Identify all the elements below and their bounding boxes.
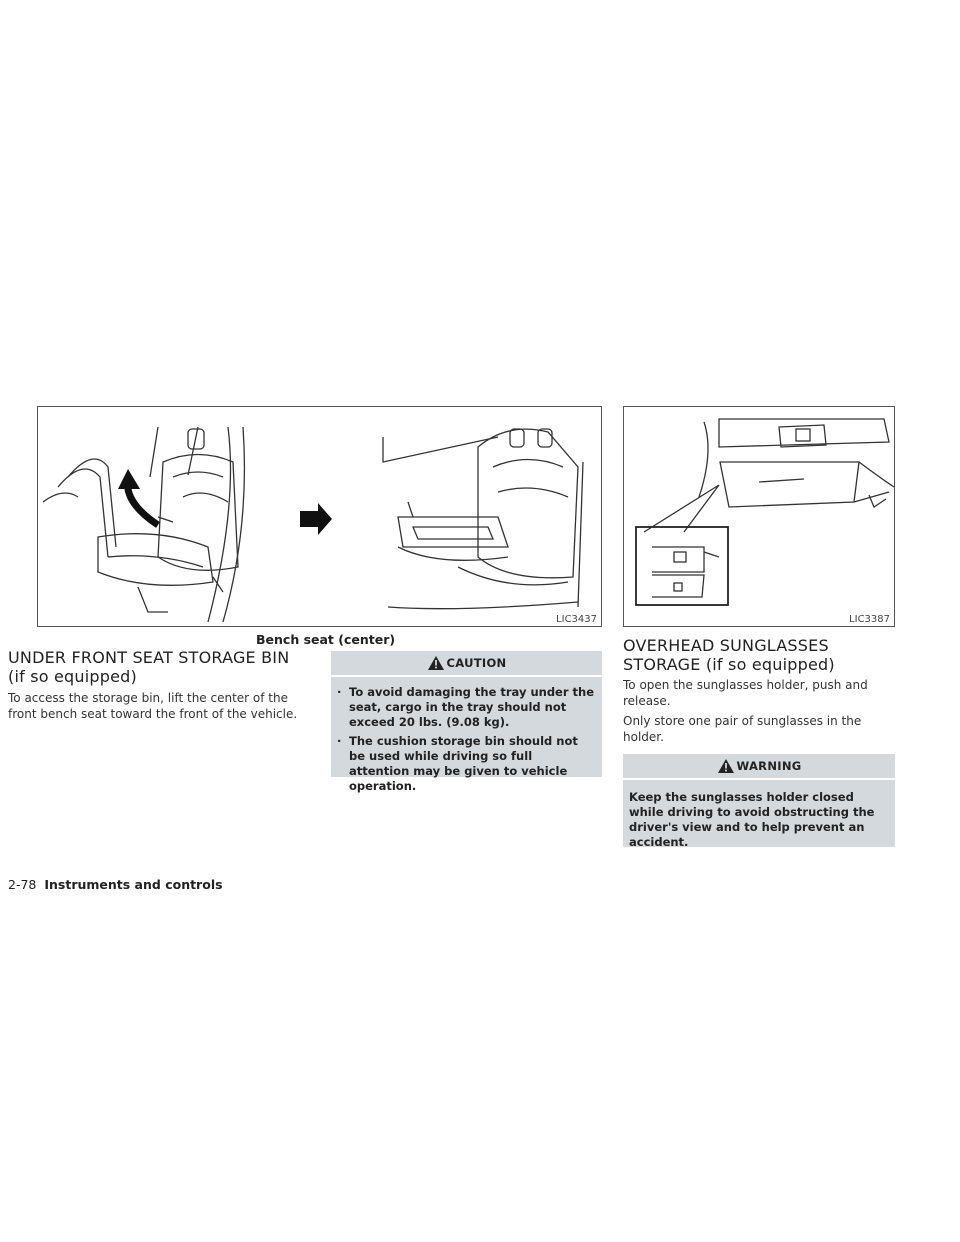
bullet: ·: [337, 734, 342, 748]
caution-divider: [331, 675, 602, 677]
section-title: OVERHEAD SUNGLASSES STORAGE (if so equip…: [623, 636, 835, 674]
section-title: UNDER FRONT SEAT STORAGE BIN (if so equi…: [8, 648, 290, 686]
caution-item-text: To avoid damaging the tray under the sea…: [349, 685, 595, 729]
figure-code: LIC3437: [556, 614, 597, 625]
section-body: To access the storage bin, lift the cent…: [8, 691, 298, 721]
warning-text: Keep the sunglasses holder closed while …: [629, 790, 875, 849]
warning-divider: [623, 778, 895, 780]
seat-illustration: LIC3437: [37, 406, 602, 627]
warning-header: WARNING: [623, 754, 895, 778]
caution-item: · The cushion storage bin should not be …: [337, 734, 596, 794]
sunglasses-illustration: LIC3387: [623, 406, 895, 627]
caution-header: CAUTION: [331, 651, 602, 675]
warning-label: WARNING: [736, 759, 802, 773]
seat-drawing: [42, 426, 584, 623]
caution-item: · To avoid damaging the tray under the s…: [337, 685, 596, 730]
warning-box: WARNING Keep the sunglasses holder close…: [623, 754, 895, 849]
caution-box: CAUTION · To avoid damaging the tray und…: [331, 651, 602, 793]
warning-icon: [717, 759, 734, 773]
caution-label: CAUTION: [446, 656, 507, 670]
page-number: 2-78: [8, 877, 37, 892]
figure-code: LIC3387: [849, 614, 890, 625]
section-body: Only store one pair of sunglasses in the…: [623, 714, 862, 744]
section-body: To open the sunglasses holder, push and …: [623, 678, 868, 708]
caution-item-text: The cushion storage bin should not be us…: [349, 734, 578, 793]
figure-caption: Bench seat (center): [256, 632, 396, 647]
caution-icon: [427, 656, 444, 670]
page-footer: 2-78 Instruments and controls: [8, 877, 223, 892]
section-name: Instruments and controls: [44, 877, 223, 892]
bullet: ·: [337, 685, 342, 699]
sunglasses-drawing: [635, 418, 895, 606]
